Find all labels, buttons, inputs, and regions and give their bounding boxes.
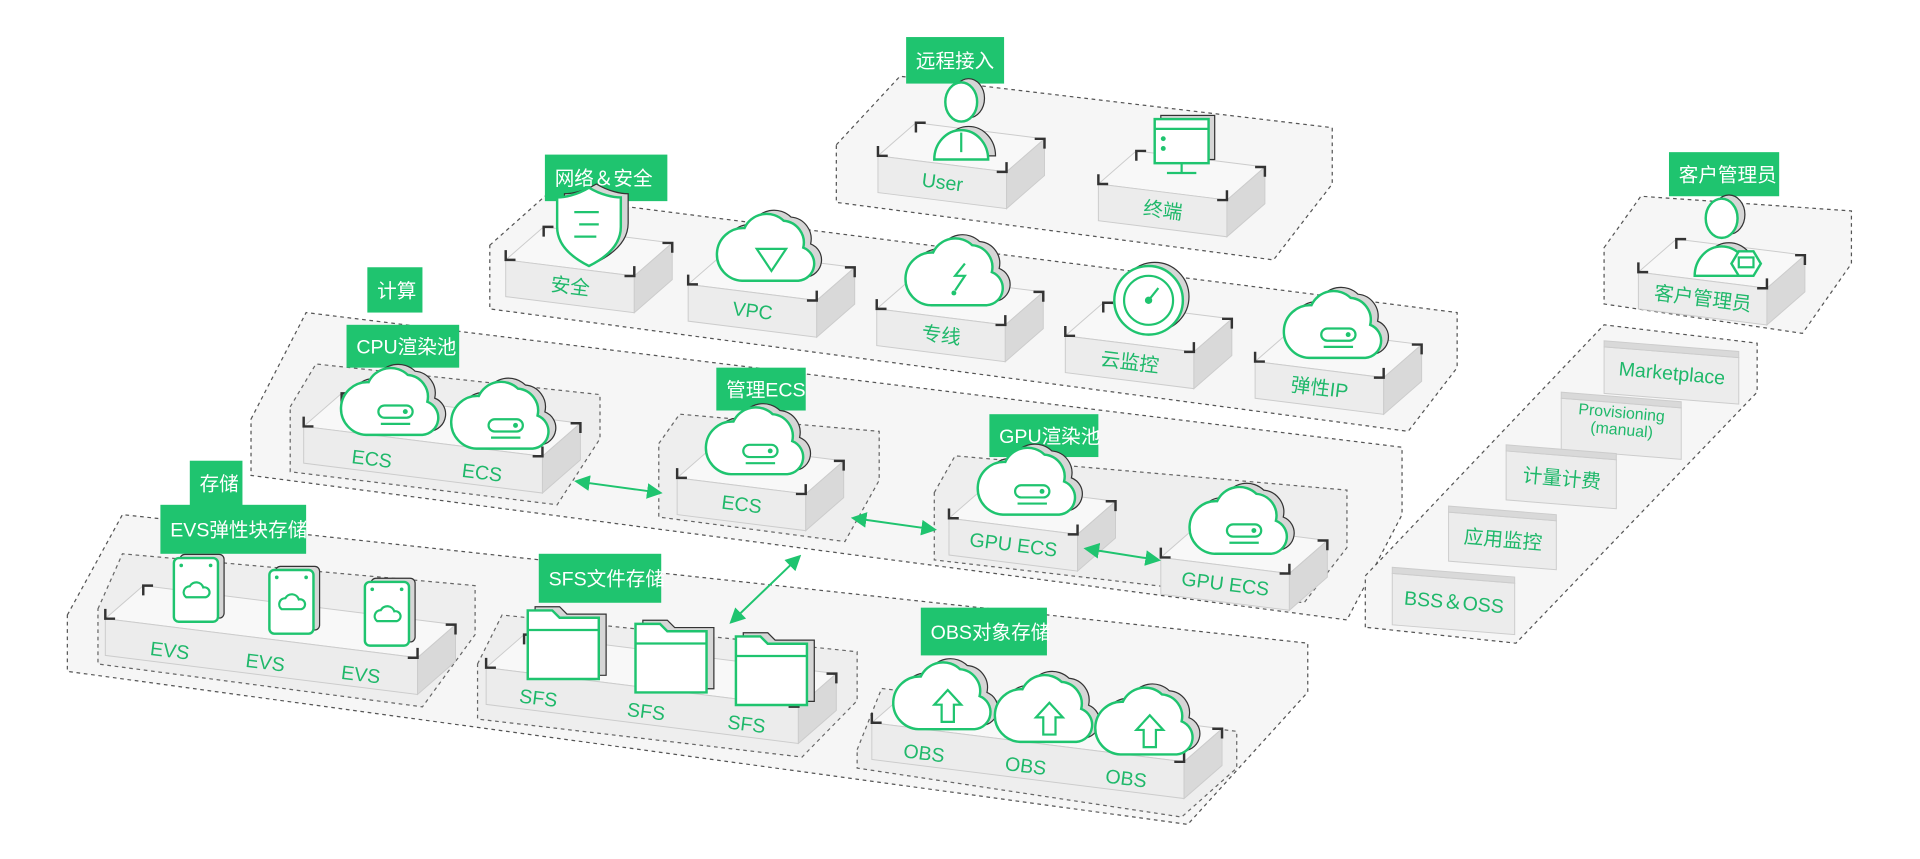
item-admin[interactable]: [1637, 237, 1807, 327]
user-icon: [933, 78, 997, 161]
service-tab-top: [1391, 566, 1516, 584]
platform-side: [816, 266, 856, 339]
cloud-server-icon: [704, 403, 812, 476]
platform-side: [797, 672, 837, 745]
service-tab[interactable]: 计量计费: [1505, 444, 1617, 510]
folder-icon: [526, 606, 607, 681]
terminal-icon: [1153, 114, 1216, 175]
cloud-server-icon: [1282, 286, 1390, 360]
sfs-tag-text: SFS文件存储: [549, 569, 665, 591]
cpu-pool-tag: CPU渲染池: [346, 324, 460, 368]
service-label: (manual): [1590, 419, 1654, 441]
service-tab-top: [1603, 340, 1740, 359]
storage-tag-text: 存储: [200, 474, 239, 496]
service-tab-top: [1448, 505, 1557, 522]
vpc-cloud-icon: [715, 209, 823, 282]
compute-tag: 计算: [367, 267, 423, 313]
platform-side: [805, 459, 845, 532]
cpu-ecs-label-1: ECS: [350, 446, 393, 473]
direct-connect-icon: [904, 234, 1011, 307]
platform-side: [1383, 343, 1423, 416]
service-tab-top: [1560, 391, 1682, 409]
item-cloud-monitor[interactable]: [1064, 301, 1234, 390]
gauge-icon: [1113, 261, 1190, 336]
cloud-server-icon: [339, 363, 447, 437]
obs-label-3: OBS: [1104, 766, 1148, 793]
compute-tag-text: 计算: [377, 280, 416, 302]
item-mgmt-ecs-label: ECS: [720, 492, 763, 519]
cloud-server-icon: [976, 443, 1083, 516]
service-tab[interactable]: Provisioning(manual): [1560, 391, 1682, 460]
evs-label-3: EVS: [340, 662, 382, 689]
item-user-label: User: [921, 169, 965, 196]
item-security-label: 安全: [549, 274, 591, 301]
platform-side: [1004, 290, 1044, 363]
gpu-pool-tag: GPU渲染池: [989, 414, 1100, 458]
platform-side: [633, 241, 673, 314]
connection-arrow: [729, 554, 802, 624]
platform-side: [1183, 727, 1223, 800]
connection-arrow: [574, 475, 663, 499]
evs-tag-text: EVS弹性块存储: [170, 520, 307, 542]
remote-access-tag: 远程接入: [906, 37, 1005, 84]
platform-side: [1766, 254, 1806, 327]
obs-label-2: OBS: [1004, 753, 1048, 780]
gpu-pool-tag-text: GPU渲染池: [999, 426, 1100, 448]
admin-tag: 客户管理员: [1668, 152, 1780, 197]
remote-access-tag-text: 远程接入: [916, 51, 994, 73]
evs-tag: EVS弹性块存储: [160, 504, 307, 554]
service-tab[interactable]: BSS＆OSS: [1391, 566, 1516, 636]
service-tab-top: [1505, 444, 1617, 461]
storage-card-icon: [363, 577, 416, 647]
item-direct-connect-label: 专线: [920, 323, 962, 350]
sfs-tag: SFS文件存储: [538, 553, 665, 603]
connection-arrow: [1083, 542, 1162, 566]
network-tag-text: 网络＆安全: [555, 168, 653, 190]
platform-side: [1193, 317, 1233, 390]
service-tab[interactable]: 应用监控: [1448, 505, 1557, 571]
platform-side: [1006, 137, 1045, 210]
shield-icon: [555, 183, 629, 268]
admin-user-icon: [1693, 194, 1763, 278]
item-terminal[interactable]: [1097, 149, 1267, 238]
cpu-pool-tag-text: CPU渲染池: [356, 337, 456, 359]
obs-label-1: OBS: [902, 740, 946, 767]
platform-side: [1226, 165, 1266, 238]
folder-icon: [734, 632, 815, 707]
connection-arrow: [850, 512, 937, 536]
obs-tag-text: OBS对象存储: [931, 622, 1051, 644]
storage-card-icon: [268, 565, 321, 635]
evs-label-1: EVS: [149, 638, 191, 665]
evs-label-2: EVS: [244, 650, 286, 677]
cpu-ecs-label-2: ECS: [461, 460, 504, 487]
obs-tag: OBS对象存储: [920, 607, 1051, 656]
cloud-upload-icon: [993, 670, 1101, 744]
folder-icon: [634, 619, 715, 694]
platform-side: [1288, 539, 1328, 612]
sfs-label-1: SFS: [518, 686, 558, 712]
sfs-label-2: SFS: [626, 699, 666, 725]
storage-card-icon: [172, 553, 225, 623]
platform-side: [417, 623, 456, 696]
service-tab[interactable]: Marketplace: [1603, 340, 1740, 405]
cloud-upload-icon: [892, 658, 999, 731]
cloud-server-icon: [1188, 482, 1295, 556]
item-terminal-label: 终端: [1142, 198, 1184, 225]
storage-tag: 存储: [189, 460, 243, 507]
cloud-server-icon: [450, 377, 557, 450]
sfs-label-3: SFS: [726, 712, 766, 738]
cloud-upload-icon: [1094, 683, 1201, 756]
item-vpc-label: VPC: [731, 298, 774, 325]
mgmt-ecs-tag-text: 管理ECS: [726, 379, 805, 401]
platform-side: [541, 422, 581, 495]
admin-tag-text: 客户管理员: [1679, 165, 1777, 187]
